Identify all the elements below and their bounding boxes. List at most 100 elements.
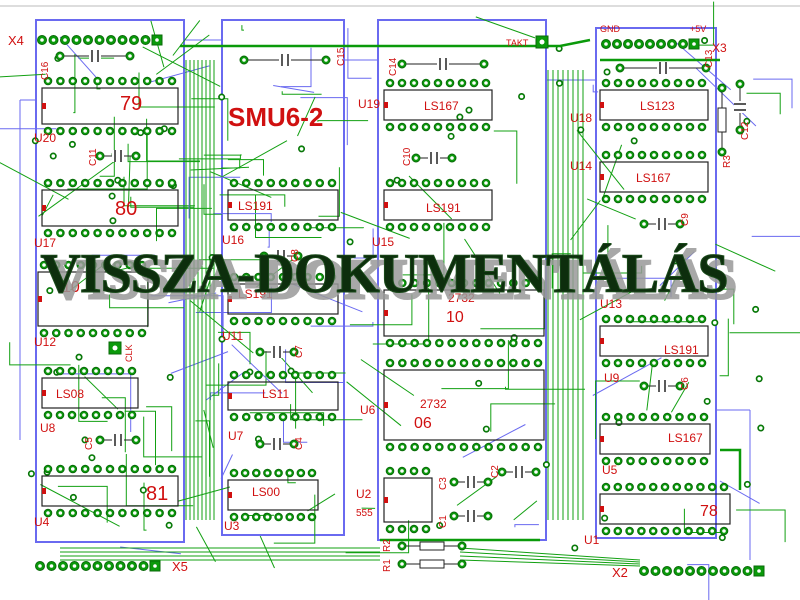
trace: [353, 228, 374, 259]
pad: [95, 435, 105, 445]
pad: [130, 508, 140, 518]
pad: [278, 412, 288, 422]
pad: [601, 122, 611, 132]
pad: [68, 508, 78, 518]
pad: [385, 442, 395, 452]
trace: [213, 213, 272, 222]
capacitor-label: C15: [336, 47, 347, 66]
pad: [67, 410, 77, 420]
pad: [685, 358, 695, 368]
chip-ref: U8: [40, 421, 56, 435]
pad: [95, 151, 105, 161]
chip-ref: U6: [360, 403, 376, 417]
clk-testpoint: CLK: [108, 341, 134, 362]
pad: [64, 260, 73, 270]
pad: [327, 316, 337, 326]
pad: [43, 228, 53, 238]
trace: [40, 484, 120, 527]
trace: [146, 118, 200, 162]
pad: [103, 366, 113, 376]
pad: [266, 178, 276, 188]
pad: [649, 314, 659, 324]
pad: [410, 358, 419, 368]
pad: [542, 461, 550, 469]
trace: [0, 162, 69, 200]
pad: [79, 366, 89, 376]
pad: [703, 397, 711, 405]
pad: [125, 328, 135, 338]
trace: [127, 143, 200, 163]
pad: [155, 464, 164, 474]
pad: [447, 278, 456, 288]
chip-notch: [228, 296, 232, 302]
chip-notch: [384, 310, 388, 316]
pad: [661, 358, 671, 368]
pad: [660, 482, 670, 492]
pad: [625, 482, 634, 492]
pad: [39, 260, 49, 270]
pad: [56, 508, 65, 518]
pad: [743, 480, 751, 488]
pad: [481, 78, 491, 88]
trace: [143, 416, 202, 458]
pad: [103, 410, 113, 420]
pad: [521, 442, 530, 452]
capacitor-label: C16: [40, 61, 51, 80]
pad: [140, 35, 151, 45]
pad: [307, 468, 317, 478]
pad: [43, 410, 53, 420]
trace: [54, 373, 132, 432]
pad: [266, 412, 276, 422]
pad: [719, 566, 730, 576]
pad: [719, 526, 729, 536]
pad: [625, 194, 635, 204]
trace: [317, 120, 369, 122]
pad: [315, 412, 325, 422]
trace: [178, 155, 241, 160]
chip-ref: U5: [602, 463, 618, 477]
chip-notch: [42, 488, 46, 494]
pad: [601, 39, 611, 49]
pad: [509, 278, 518, 288]
pad: [475, 379, 483, 387]
pad: [398, 338, 407, 348]
pad: [603, 68, 611, 76]
pad: [274, 468, 283, 478]
trace: [170, 351, 229, 374]
pad: [218, 335, 226, 343]
pad: [482, 425, 490, 433]
pad: [577, 126, 585, 134]
trace: [602, 277, 672, 298]
pad: [469, 222, 479, 232]
pad: [637, 122, 647, 132]
pad: [743, 117, 751, 125]
pad: [447, 132, 455, 140]
pad: [137, 260, 147, 270]
pad: [229, 272, 239, 282]
trace: [210, 171, 272, 198]
pad: [625, 314, 635, 324]
pad: [637, 482, 646, 492]
chip-ref: U17: [34, 236, 56, 250]
pad: [397, 222, 407, 232]
pad: [105, 228, 115, 238]
pin-label-takt: TAKT: [506, 38, 529, 48]
pad: [421, 466, 431, 476]
pad: [421, 78, 431, 88]
trace: [291, 283, 363, 313]
pad: [296, 468, 306, 478]
connector-label-x4: X4: [8, 33, 24, 48]
trace: [283, 417, 308, 443]
pad: [445, 122, 455, 132]
pad: [638, 456, 648, 466]
pad: [240, 468, 250, 478]
resistor-label: R3: [722, 155, 733, 168]
capacitor-label: C12: [740, 121, 751, 140]
pad: [278, 178, 288, 188]
trace: [195, 286, 272, 313]
pad: [83, 35, 93, 45]
trace: [256, 259, 293, 288]
